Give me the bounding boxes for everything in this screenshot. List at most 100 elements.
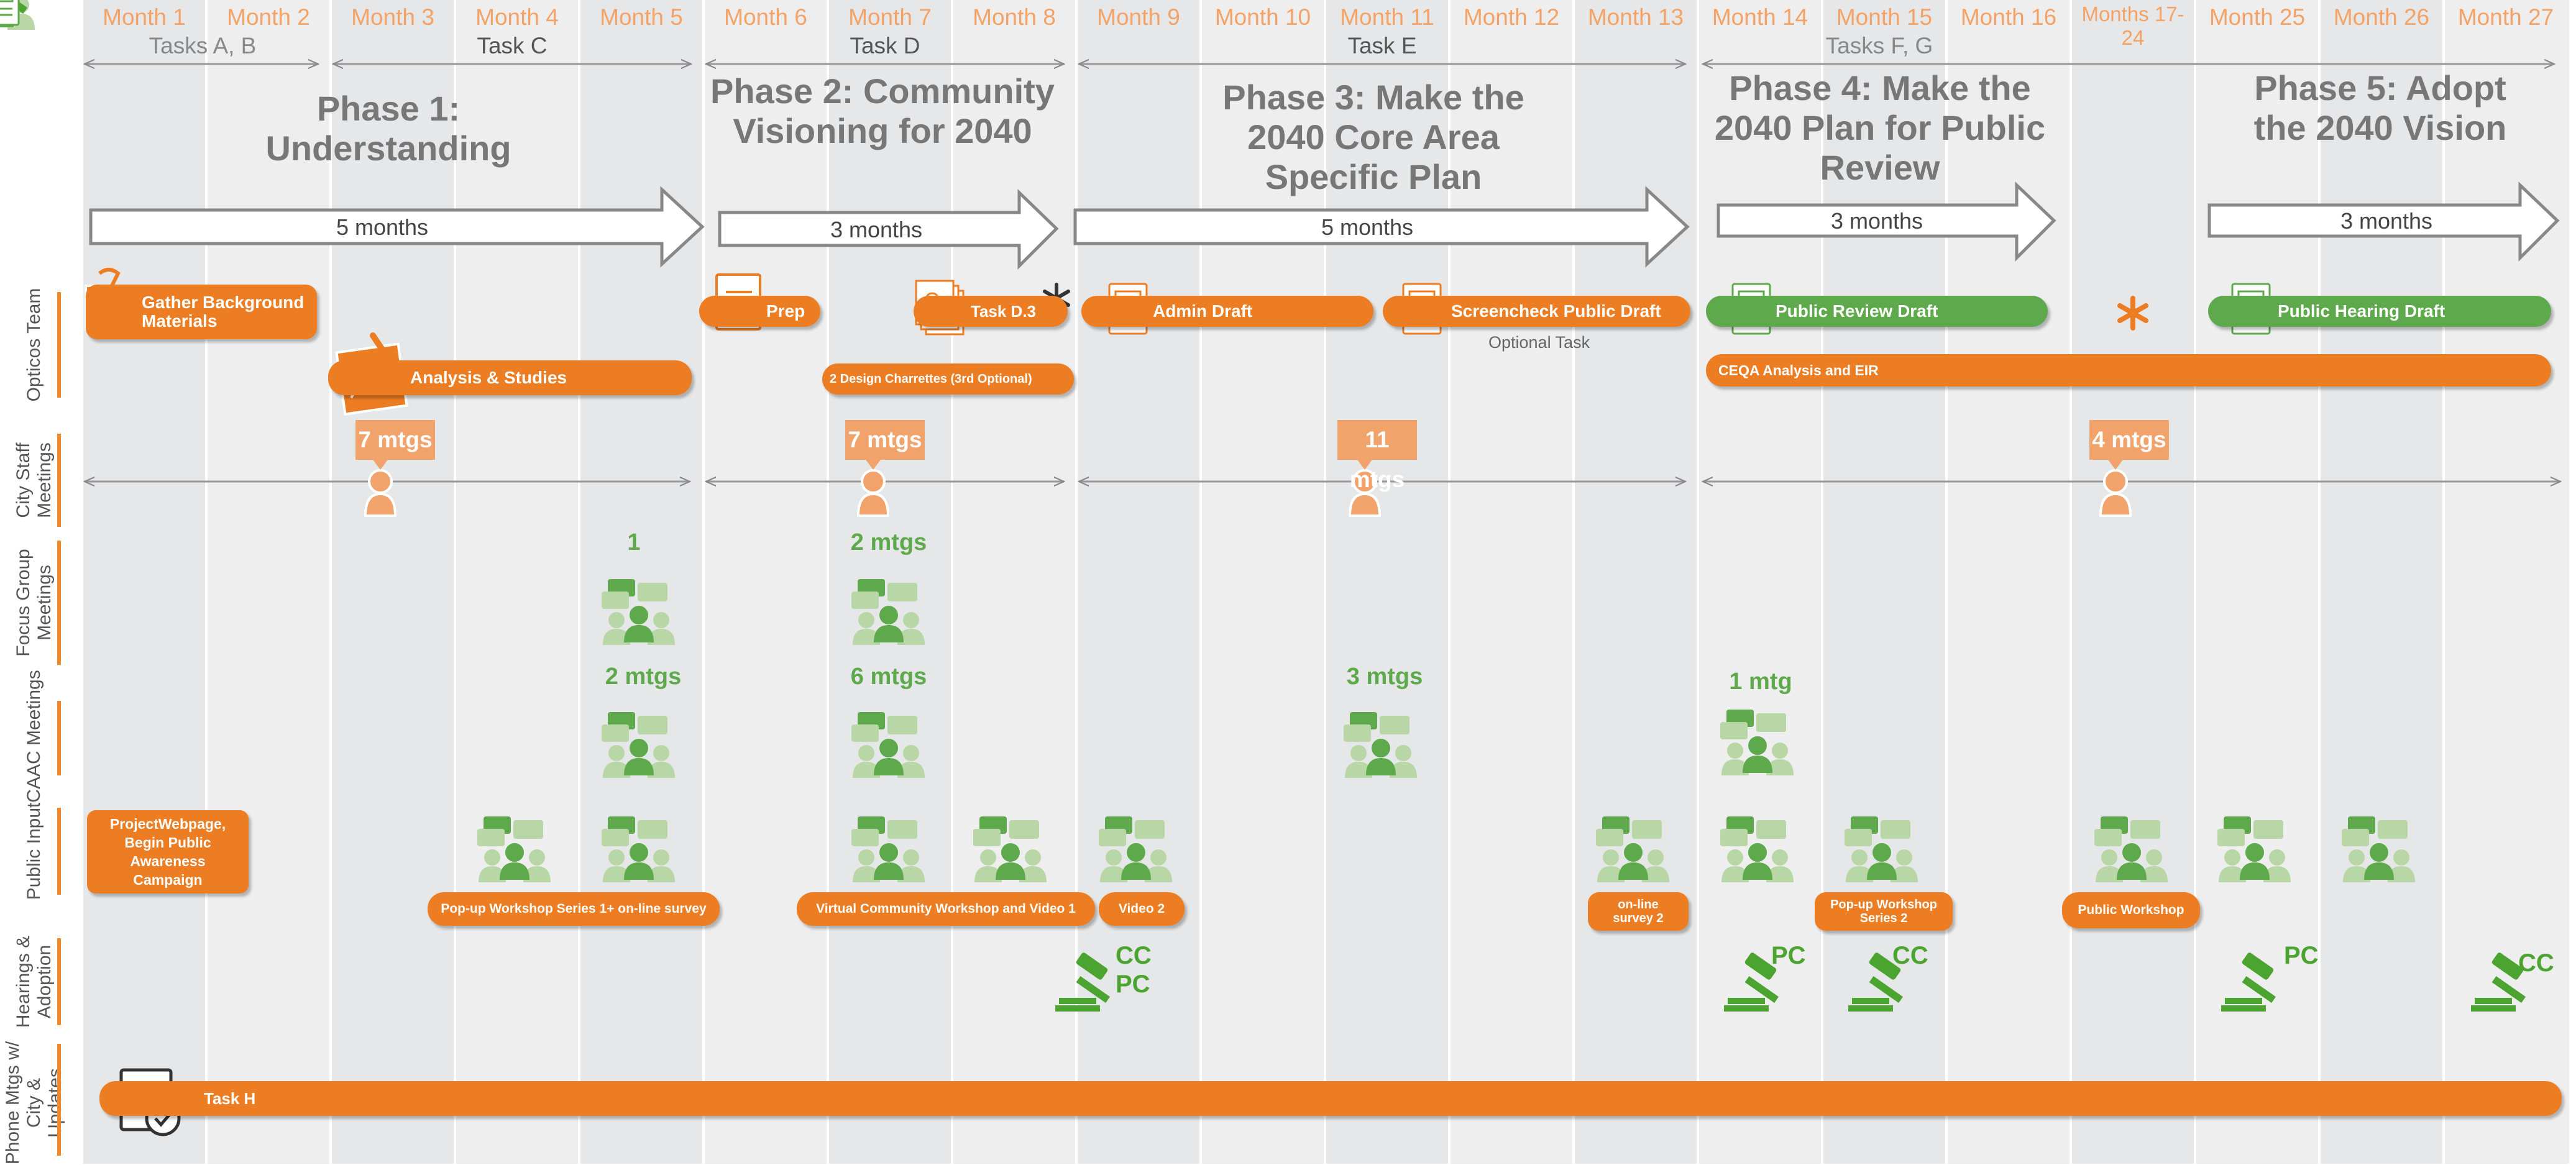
focus-group-count: 2 mtgs	[850, 529, 927, 555]
caac-count: 1 mtg	[1729, 669, 1792, 695]
optional-task-note: Optional Task	[1488, 333, 1590, 352]
month-label: Month 5	[600, 4, 683, 30]
ceqa-bar: CEQA Analysis and EIR	[1706, 354, 2551, 386]
caac-group-icon	[851, 712, 925, 778]
gather-background-label: Gather Background Materials	[142, 293, 305, 331]
badge-pointer	[1357, 460, 1372, 470]
online-survey-2-label: on-line survey 2	[1613, 898, 1664, 925]
hearing-label: PC	[1771, 942, 1806, 969]
month-label: Month 11	[1340, 4, 1434, 30]
task-d3-bar: Task D.3	[914, 296, 1068, 327]
public-input-group-icon	[973, 816, 1047, 882]
month-label: Month 15	[1836, 4, 1933, 30]
column-band	[332, 0, 454, 1164]
task-label: Task D	[850, 33, 920, 58]
month-label: Month 2	[227, 4, 310, 30]
phase-arrow	[1717, 181, 2056, 262]
phase-arrow	[718, 189, 1059, 270]
design-charrettes-bar: 2 Design Charrettes (3rd Optional)	[822, 363, 1074, 395]
public-hearing-draft-bar: Public Hearing Draft	[2208, 296, 2551, 327]
month-label: Month 3	[351, 4, 434, 30]
row-divider	[57, 434, 61, 527]
public-hearing-draft-label: Public Hearing Draft	[2278, 301, 2445, 321]
popup-workshop-2-bar: Pop-up Workshop Series 2	[1815, 892, 1953, 931]
month-label: Month 13	[1587, 4, 1684, 30]
phase-arrow	[89, 186, 705, 268]
phase-5-title: Phase 5: Adopt the 2040 Vision	[2253, 68, 2507, 147]
hearing-label: PC	[2284, 942, 2319, 969]
column-band	[1575, 0, 1697, 1164]
public-input-group-icon	[851, 816, 925, 882]
caac-count: 6 mtgs	[850, 664, 927, 690]
month-label: Month 26	[2333, 4, 2430, 30]
public-input-group-icon	[602, 816, 675, 882]
gavel-icon	[2471, 951, 2526, 1012]
month-label: Month 14	[1712, 4, 1808, 30]
project-webpage-label: ProjectWebpage, Begin Public Awareness C…	[109, 816, 226, 888]
phase-arrow	[2207, 181, 2560, 262]
phone-updates-bar: Task H	[99, 1081, 2562, 1116]
popup-workshop-1-label: Pop-up Workshop Series 1+ on-line survey	[441, 902, 707, 916]
public-input-group-icon	[1720, 816, 1794, 882]
asterisk-icon	[2117, 296, 2148, 331]
column-band	[1948, 0, 2070, 1164]
month-label: Month 4	[475, 4, 559, 30]
public-input-group-icon	[2094, 816, 2168, 882]
caac-group-icon	[1720, 710, 1794, 775]
phone-updates-label: Task H	[204, 1089, 256, 1108]
hearing-label: CC	[2518, 949, 2554, 977]
person-icon	[364, 469, 397, 517]
popup-workshop-2-label: Pop-up Workshop Series 2	[1830, 898, 1937, 925]
month-label: Month 8	[973, 4, 1056, 30]
phase-5-duration: 3 months	[2340, 208, 2433, 234]
gather-background-bar: Gather Background Materials	[86, 285, 317, 339]
gavel-icon	[1724, 951, 1779, 1012]
month-label: Month 1	[103, 4, 186, 30]
screencheck-draft-label: Screencheck Public Draft	[1451, 301, 1661, 321]
column-band	[2072, 0, 2194, 1164]
hearing-label: PC	[1116, 971, 1150, 998]
virtual-workshop-label: Virtual Community Workshop and Video 1	[816, 902, 1076, 916]
admin-draft-bar: Admin Draft	[1081, 296, 1373, 327]
hearing-label: CC	[1116, 942, 1152, 969]
video-2-label: Video 2	[1118, 902, 1165, 916]
public-input-group-icon	[2342, 816, 2415, 882]
gavel-icon	[2221, 951, 2276, 1012]
analysis-studies-bar: Analysis & Studies	[328, 360, 692, 395]
month-label: Month 12	[1463, 4, 1560, 30]
person-icon	[1348, 469, 1382, 517]
hearing-label: CC	[1892, 942, 1928, 969]
online-survey-2-bar: on-line survey 2	[1588, 892, 1689, 931]
document-icon	[0, 0, 20, 26]
month-label: Month 6	[724, 4, 807, 30]
person-icon	[856, 469, 890, 517]
task-d3-label: Task D.3	[971, 301, 1037, 321]
public-input-group-icon	[1099, 816, 1172, 882]
column-band	[580, 0, 702, 1164]
phase-1-duration: 5 months	[336, 214, 429, 240]
city-staff-meeting-count: 7 mtgs	[845, 420, 925, 460]
column-band	[208, 0, 329, 1164]
popup-workshop-1-bar: Pop-up Workshop Series 1+ on-line survey	[428, 892, 720, 926]
column-band	[953, 0, 1075, 1164]
column-band	[1326, 0, 1448, 1164]
design-charrettes-label: 2 Design Charrettes (3rd Optional)	[830, 372, 1032, 386]
phase-4-duration: 3 months	[1830, 208, 1923, 234]
caac-count: 2 mtgs	[605, 664, 682, 690]
row-divider	[57, 938, 61, 1025]
column-band	[456, 0, 578, 1164]
column-band	[2321, 0, 2442, 1164]
caac-group-icon	[602, 712, 675, 778]
gavel-icon	[1055, 951, 1111, 1012]
column-band	[1451, 0, 1572, 1164]
prep-label: Prep	[766, 301, 805, 321]
month-label: Month 7	[848, 4, 932, 30]
public-input-group-icon	[2217, 816, 2291, 882]
phase-2-title: Phase 2: Community Visioning for 2040	[710, 71, 1055, 150]
task-label: Task C	[477, 33, 548, 58]
row-divider	[57, 701, 61, 775]
column-band	[83, 0, 205, 1164]
month-label: Month 16	[1960, 4, 2057, 30]
